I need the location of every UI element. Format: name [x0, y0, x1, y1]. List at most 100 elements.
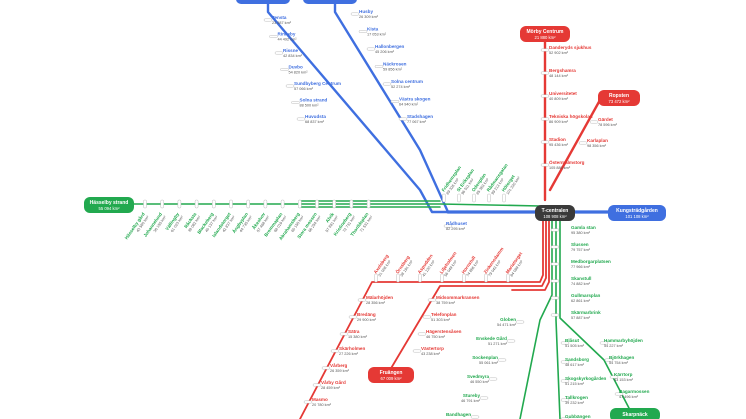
station-name: Gubbängen: [565, 414, 591, 419]
terminal-morby-value: 21 880 km²: [535, 35, 557, 40]
terminal-blue-left-top[interactable]: [236, 0, 290, 4]
station-red_southwest_diag-3[interactable]: Liljeholmen56 049 km²: [439, 251, 462, 283]
red-bundle-2: [389, 211, 547, 371]
station-green_mid-4[interactable]: Gubbängen: [560, 414, 591, 419]
station-marker: [418, 273, 422, 283]
green-line-west: [129, 203, 541, 207]
station-value: 98 356 km²: [587, 144, 607, 148]
station-green_south-5[interactable]: Bandhagen: [446, 412, 480, 419]
station-green_west-2[interactable]: Vällingby61 023 km²: [164, 199, 185, 234]
station-green_north_diag-4[interactable]: Hötorget101 330 km²: [501, 172, 522, 203]
terminal-kungstradgarden[interactable]: Kungsträdgården 101 108 km²: [608, 205, 666, 221]
station-marker: [550, 296, 560, 300]
station-label: Hötorget101 330 km²: [501, 172, 522, 196]
station-value: 43 238 km²: [421, 352, 441, 356]
terminal-fruangen[interactable]: Fruängen 67 009 km²: [368, 367, 414, 383]
terminal-hasselby[interactable]: Hässelby strand 55 094 km²: [84, 197, 134, 213]
station-name: Karlaplan: [587, 138, 608, 143]
station-name: Västra skogen: [399, 97, 431, 102]
station-marker: [479, 396, 489, 400]
station-label: Hornstull74 856 km²: [461, 255, 481, 277]
station-red_southwest_diag-0[interactable]: Axelsberg31 008 km²: [373, 253, 394, 283]
station-name: Telefonplan: [431, 312, 457, 317]
station-red_southwest_diag-6[interactable]: Mariatorget84 099 km²: [505, 251, 528, 283]
station-value: 52 274 km²: [391, 85, 411, 89]
station-red_southwest_diag-4[interactable]: Hornstull74 856 km²: [461, 255, 481, 283]
station-marker: [440, 273, 444, 283]
terminal-skarpnack[interactable]: Skarpnäck: [610, 408, 660, 419]
green-line-south-3: [559, 213, 631, 411]
station-red_southwest_diag-5[interactable]: Zinkensdamm79 043 km²: [483, 246, 509, 283]
terminal-tcentralen[interactable]: T-centralen 108 908 km²: [535, 205, 575, 221]
station-marker: [269, 35, 278, 38]
terminal-morby[interactable]: Mörby Centrum 21 880 km²: [520, 26, 570, 42]
station-value: 78 596 km²: [598, 123, 618, 127]
station-red_southwest_diag-1[interactable]: Örnsberg38 191 km²: [394, 254, 415, 283]
station-marker: [246, 199, 250, 209]
station-name: Stureby: [463, 393, 481, 398]
terminal-blue-right-top[interactable]: [303, 0, 357, 4]
station-marker: [550, 279, 560, 283]
station-red_southwest_diag-2[interactable]: Aspudden41 130 km²: [417, 253, 438, 283]
terminal-ropsten[interactable]: Ropsten 73 472 km²: [598, 90, 640, 106]
